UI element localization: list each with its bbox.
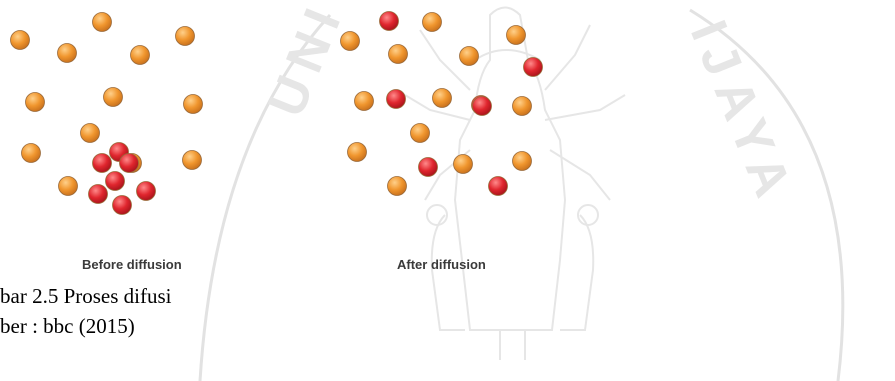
solvent-particle	[513, 97, 532, 116]
figure-caption-source: ber : bbc (2015)	[0, 314, 135, 339]
solvent-particle	[348, 143, 367, 162]
solvent-particle	[433, 89, 452, 108]
figure-caption-title: bar 2.5 Proses difusi	[0, 284, 172, 309]
solvent-particle	[355, 92, 374, 111]
solvent-particle	[389, 45, 408, 64]
solute-particle	[120, 154, 139, 173]
solvent-particle	[411, 124, 430, 143]
solvent-particle	[131, 46, 150, 65]
solvent-particle	[176, 27, 195, 46]
solute-particle	[137, 182, 156, 201]
solvent-particle	[423, 13, 442, 32]
solvent-particle	[59, 177, 78, 196]
before-diffusion-panel	[11, 13, 203, 215]
after-diffusion-label: After diffusion	[397, 257, 486, 272]
solvent-particle	[22, 144, 41, 163]
solvent-particle	[183, 151, 202, 170]
solvent-particle	[513, 152, 532, 171]
solvent-particle	[58, 44, 77, 63]
solute-particle	[387, 90, 406, 109]
solute-particle	[524, 58, 543, 77]
solvent-particle	[460, 47, 479, 66]
solvent-particle	[507, 26, 526, 45]
solute-particle	[489, 177, 508, 196]
after-diffusion-panel	[341, 12, 543, 196]
solvent-particle	[184, 95, 203, 114]
solvent-particle	[93, 13, 112, 32]
solvent-particle	[388, 177, 407, 196]
solute-particle	[419, 158, 438, 177]
solute-particle	[113, 196, 132, 215]
solute-particle	[93, 154, 112, 173]
solvent-particle	[11, 31, 30, 50]
solute-particle	[89, 185, 108, 204]
solute-particle	[106, 172, 125, 191]
solvent-particle	[104, 88, 123, 107]
solvent-particle	[81, 124, 100, 143]
solute-particle	[380, 12, 399, 31]
solvent-particle	[26, 93, 45, 112]
before-diffusion-label: Before diffusion	[82, 257, 182, 272]
solvent-particle	[454, 155, 473, 174]
solvent-particle	[341, 32, 360, 51]
solute-particle	[473, 97, 492, 116]
